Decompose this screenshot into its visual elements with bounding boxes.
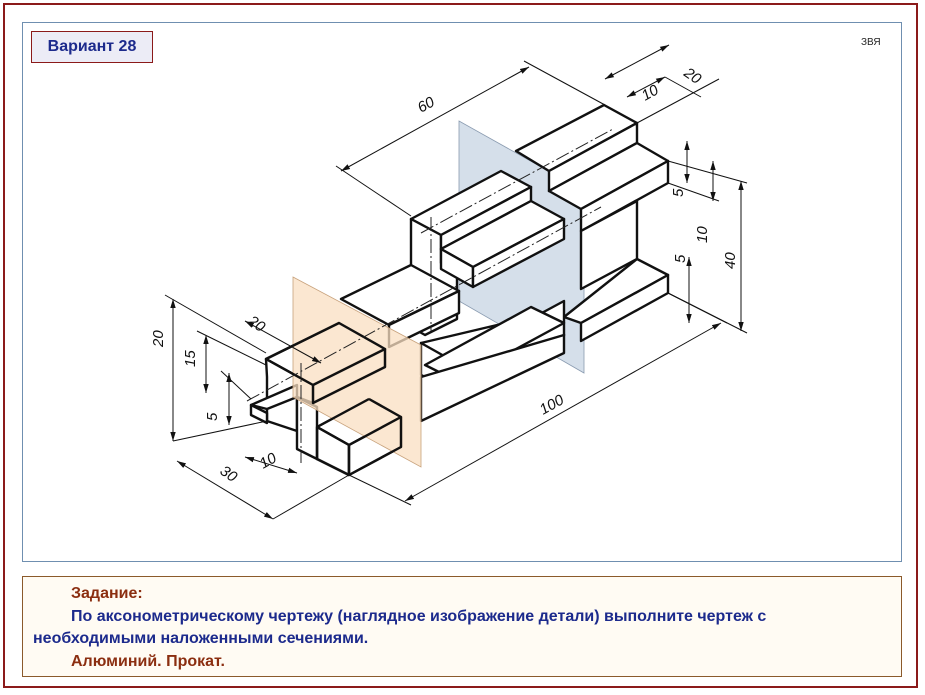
dim-30: 30: [217, 462, 241, 486]
axonometric-drawing: 60 10 20 5 10 5 40 100 20 15 5 20 10 30: [150, 44, 748, 520]
dimensions: [164, 44, 748, 520]
dim-10-top: 10: [639, 81, 662, 104]
dim-5-c: 5: [672, 254, 689, 263]
variant-badge: Вариант 28: [31, 31, 153, 63]
task-text-line1: По аксонометрическому чертежу (наглядное…: [71, 608, 767, 625]
drawing-panel: 60 10 20 5 10 5 40 100 20 15 5 20 10 30: [22, 22, 902, 562]
dim-40: 40: [722, 252, 739, 269]
task-text-line2: необходимыми наложенными сечениями.: [33, 630, 369, 647]
corner-code: ЗВЯ: [861, 37, 881, 48]
task-title: Задание:: [71, 585, 143, 602]
task-panel: Задание: По аксонометрическому чертежу (…: [22, 576, 902, 677]
axis-lines: [246, 128, 614, 463]
dim-5-left: 5: [204, 412, 221, 421]
dim-100: 100: [537, 391, 568, 418]
dim-15: 15: [182, 350, 199, 367]
dim-20-top: 20: [680, 64, 705, 88]
dim-10-b: 10: [694, 226, 711, 243]
dim-60: 60: [415, 93, 438, 116]
dim-5-a: 5: [670, 188, 687, 197]
dim-20-left: 20: [150, 330, 167, 348]
task-material: Алюминий. Прокат.: [71, 653, 225, 670]
dim-10-bottom: 10: [257, 449, 280, 472]
